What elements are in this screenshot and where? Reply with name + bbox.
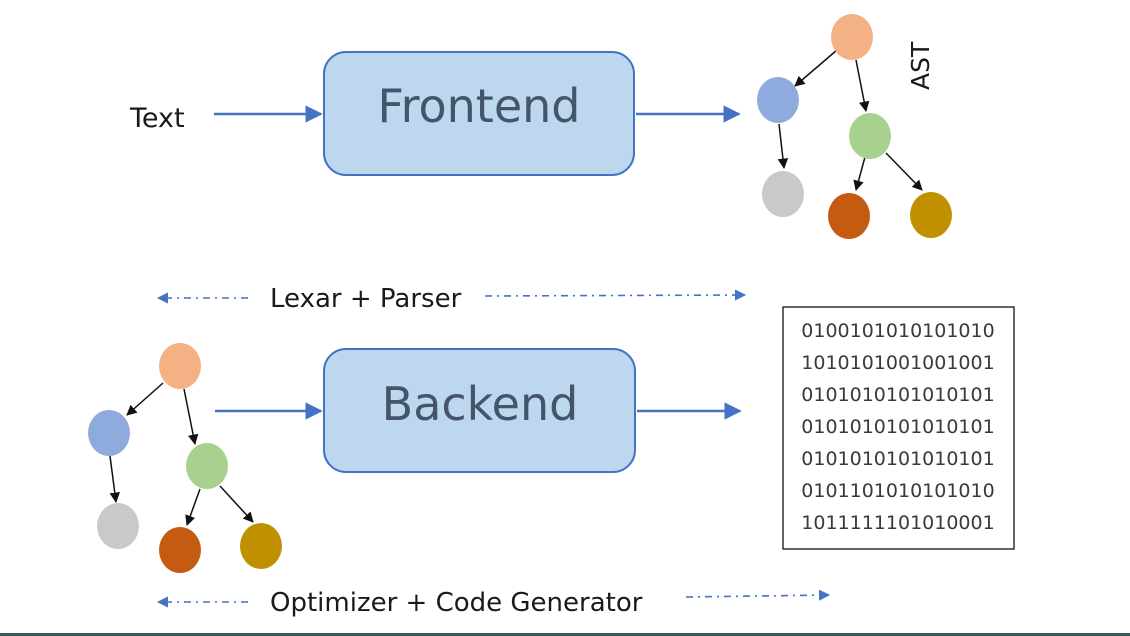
ast-node-leaf-gray [762, 171, 804, 217]
ast-edge [853, 156, 866, 192]
binary-line: 0101101010101010 [801, 480, 994, 502]
ast-node-right [186, 443, 228, 489]
ast-node-leaf-orange [159, 527, 201, 573]
binary-line: 1010101001001001 [801, 352, 994, 374]
ast-edge [855, 59, 870, 113]
ast-tree-bottom [88, 343, 282, 573]
ast-node-left [88, 410, 130, 456]
ast-edge [777, 123, 789, 170]
ast-edge [219, 485, 254, 523]
frontend-box [323, 51, 635, 176]
backend-box [323, 348, 636, 473]
frontend-span-arrow-right [484, 289, 747, 301]
ast-edge [885, 152, 923, 191]
backend-label: Backend [382, 377, 579, 431]
bottom-divider [0, 633, 1130, 636]
ast-node-root [159, 343, 201, 389]
ast-edge [126, 382, 164, 416]
ast-label: AST [906, 41, 935, 90]
binary-output-box [782, 306, 1015, 550]
frontend-stage-label: Lexar + Parser [270, 284, 462, 314]
binary-line: 0101010101010101 [801, 448, 994, 470]
ast-node-leaf-orange [828, 193, 870, 239]
ast-edge [185, 488, 201, 526]
frontend-label: Frontend [377, 79, 580, 133]
ast-tree-top [757, 14, 952, 239]
ast-node-leaf-gray [97, 503, 139, 549]
backend-span-arrow-right [685, 589, 831, 601]
binary-line: 1011111101010001 [801, 512, 994, 534]
ast-node-right [849, 113, 891, 159]
ast-edge [109, 455, 120, 504]
input-text-label: Text [129, 103, 185, 134]
ast-node-left [757, 77, 799, 123]
binary-line: 0101010101010101 [801, 384, 994, 406]
ast-node-leaf-gold [240, 523, 282, 569]
ast-node-leaf-gold [910, 192, 952, 238]
binary-line: 0100101010101010 [801, 320, 994, 342]
ast-edge [794, 49, 838, 87]
ast-edge [183, 388, 199, 446]
binary-output-lines: 0100101010101010 1010101001001001 01010101… [801, 320, 994, 534]
binary-line: 0101010101010101 [801, 416, 994, 438]
backend-stage-label: Optimizer + Code Generator [270, 588, 643, 618]
ast-node-root [831, 14, 873, 60]
